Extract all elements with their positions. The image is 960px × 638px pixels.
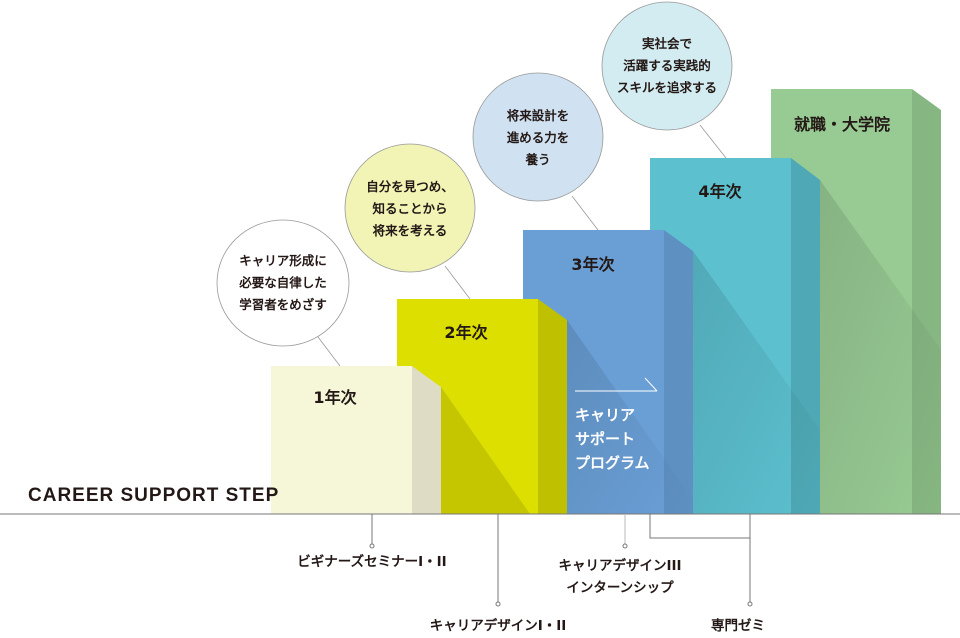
arrow-icon bbox=[575, 377, 658, 392]
goal-bubble-2 bbox=[344, 143, 476, 273]
goal-text-2: 自分を見つめ、知ることから将来を考える bbox=[366, 179, 454, 238]
course-label-2: キャリアデザインI・II bbox=[429, 618, 567, 634]
step-1 bbox=[271, 366, 530, 514]
connector-dot bbox=[495, 601, 501, 607]
step-label-5: 就職・大学院 bbox=[793, 115, 891, 134]
step-label-3: 3年次 bbox=[571, 255, 615, 274]
step-label-2: 2年次 bbox=[444, 323, 488, 342]
goal-text-3: 将来設計を進める力を養う bbox=[506, 108, 570, 167]
page-title: CAREER SUPPORT STEP bbox=[28, 485, 280, 506]
connector-dot bbox=[369, 543, 375, 549]
step-label-1: 1年次 bbox=[313, 388, 357, 407]
course-label-1: ビギナーズセミナーI・II bbox=[297, 554, 447, 570]
connector-dot bbox=[622, 543, 628, 549]
goal-text-4: 実社会で活躍する実践的スキルを追求する bbox=[616, 36, 717, 95]
career-support-program: キャリアサポートプログラム bbox=[575, 406, 650, 472]
step-label-4: 4年次 bbox=[698, 182, 742, 201]
goal-bubble-3 bbox=[472, 72, 604, 202]
goal-bubble-1 bbox=[216, 219, 350, 347]
connector-dot bbox=[747, 601, 753, 607]
course-label-4: 専門ゼミ bbox=[711, 618, 765, 634]
goal-text-1: キャリア形成に必要な自律した学習者をめざす bbox=[239, 253, 327, 312]
goal-bubble-4 bbox=[601, 1, 733, 131]
